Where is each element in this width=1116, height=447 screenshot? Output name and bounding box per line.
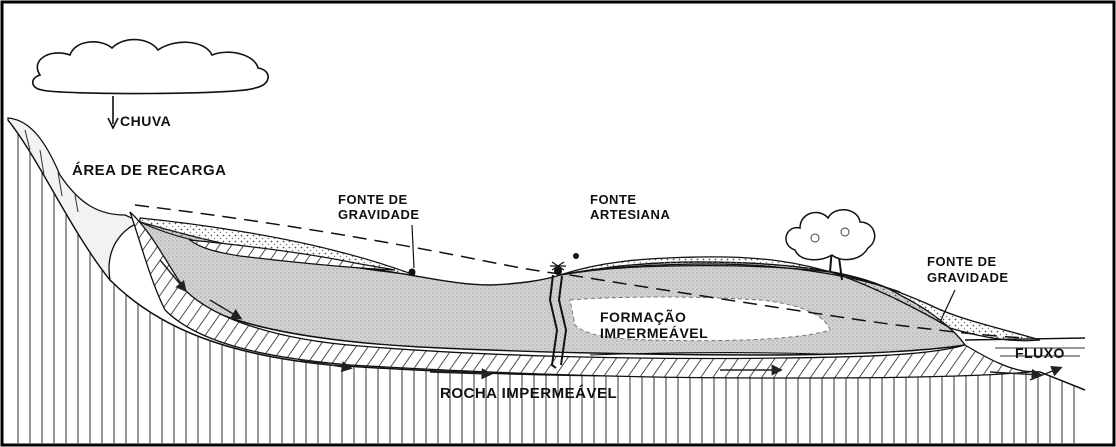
gravity-spring-right-label-line2: GRAVIDADE xyxy=(927,270,1009,285)
artesian-spring-label-line1: FONTE xyxy=(590,192,637,207)
impermeable-rock-label: ROCHA IMPERMEÁVEL xyxy=(440,385,617,402)
gravity-spring-left-marker xyxy=(409,269,416,276)
flow-label: FLUXO xyxy=(1015,345,1065,361)
gravity-spring-right-label-line1: FONTE DE xyxy=(927,254,997,269)
gravity-spring-left-label-line1: FONTE DE xyxy=(338,192,408,207)
impermeable-formation-label-line1: FORMAÇÃO xyxy=(600,308,686,325)
artesian-spring-marker xyxy=(573,253,579,259)
recharge-area-label: ÁREA DE RECARGA xyxy=(72,162,226,179)
impermeable-formation-label-line2: IMPERMEÁVEL xyxy=(600,325,708,341)
rain-label: CHUVA xyxy=(120,113,171,129)
artesian-spring-label-line2: ARTESIANA xyxy=(590,207,670,222)
gravity-spring-left-label-line2: GRAVIDADE xyxy=(338,207,420,222)
